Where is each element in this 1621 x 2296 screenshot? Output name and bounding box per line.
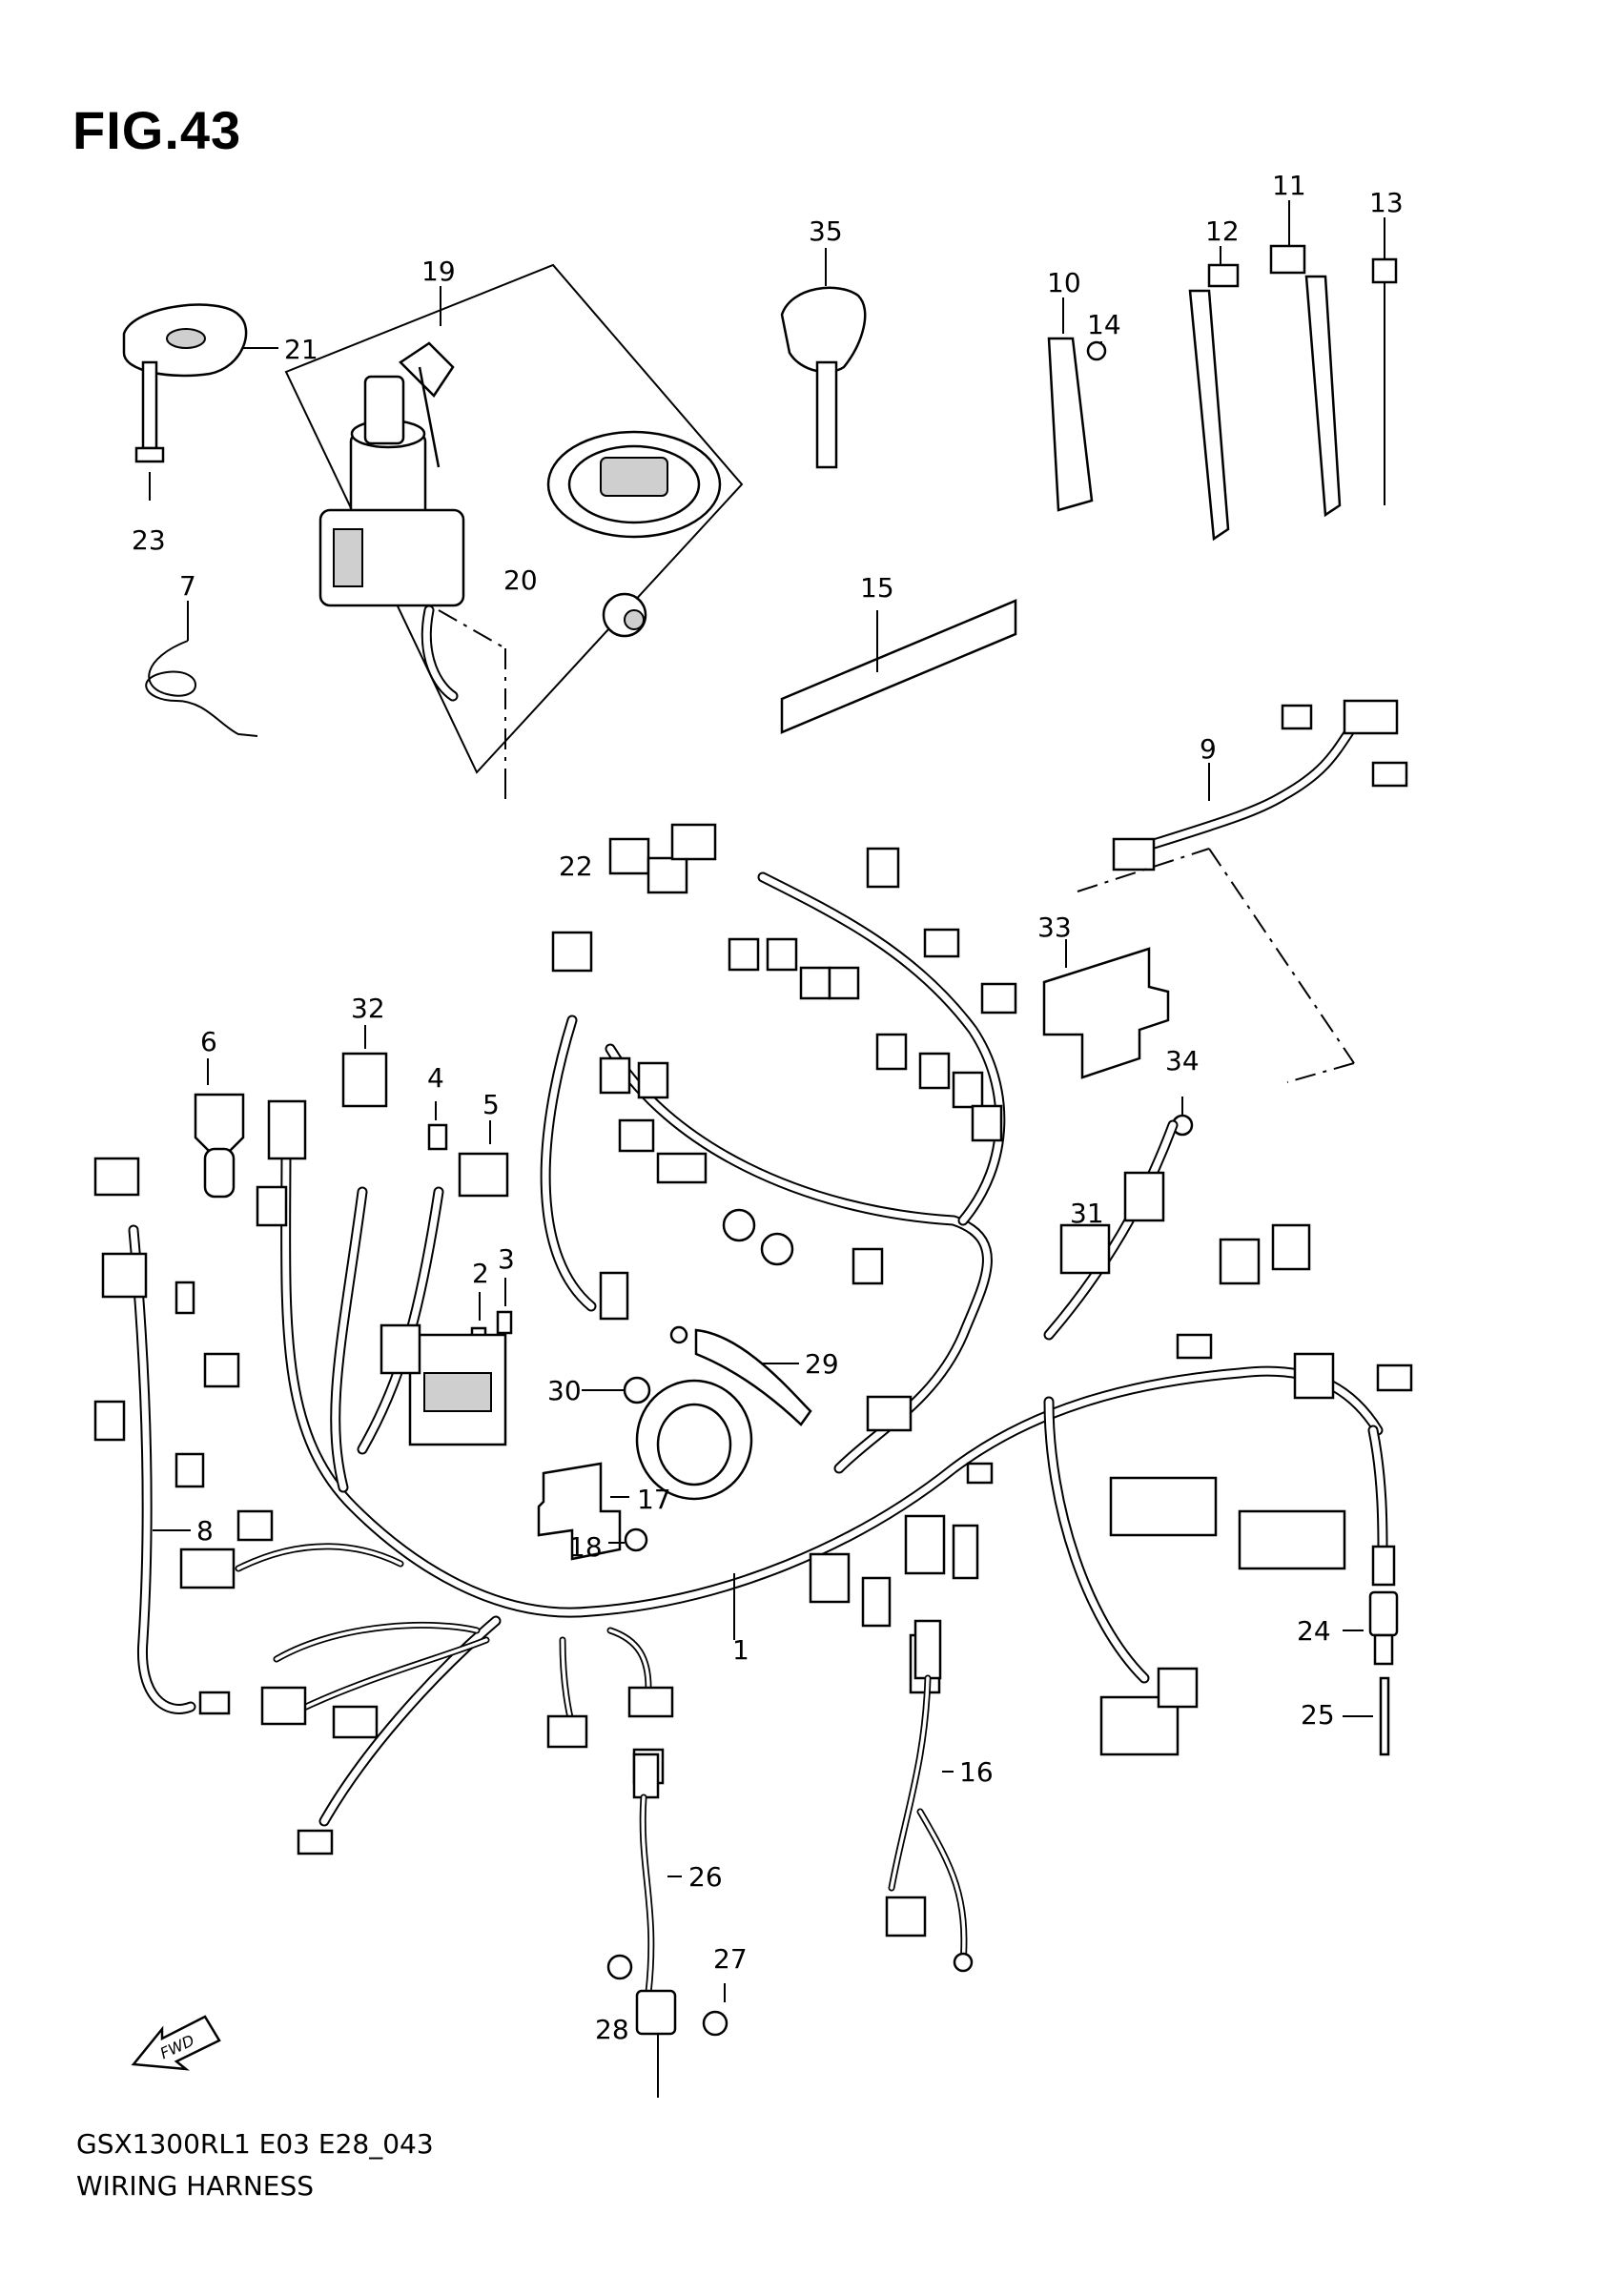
callout-9: 9 — [1200, 733, 1217, 765]
callout-35: 35 — [809, 215, 843, 247]
ignition-switch-set-group — [284, 263, 744, 799]
group-19-outline — [284, 263, 744, 774]
callout-23: 23 — [132, 524, 166, 556]
callout-19: 19 — [421, 256, 456, 287]
upper-left-connectors — [194, 1025, 513, 1351]
callout-10: 10 — [1047, 267, 1081, 298]
ignition-cover — [122, 303, 278, 378]
callout-1: 1 — [732, 1634, 749, 1666]
harness-connectors — [93, 823, 1413, 1937]
callout-21: 21 — [284, 334, 318, 365]
callout-labels: 1 2 3 4 5 6 7 8 9 10 11 12 13 14 15 16 1… — [132, 170, 1404, 2045]
callout-20: 20 — [503, 564, 538, 596]
callout-34: 34 — [1165, 1045, 1200, 1076]
callout-8: 8 — [196, 1515, 214, 1547]
figure-title: FIG.43 — [72, 100, 242, 160]
bracket-33 — [1042, 939, 1194, 1137]
callout-14: 14 — [1087, 309, 1121, 340]
clamps-group — [1047, 200, 1398, 542]
callout-18: 18 — [568, 1531, 603, 1563]
callout-12: 12 — [1205, 215, 1240, 247]
callout-29: 29 — [805, 1348, 839, 1380]
callout-31: 31 — [1070, 1198, 1104, 1229]
relay-bracket — [537, 1462, 648, 1561]
callout-13: 13 — [1369, 187, 1404, 218]
callout-16: 16 — [959, 1756, 994, 1788]
callout-22: 22 — [559, 851, 593, 882]
callout-5: 5 — [482, 1089, 500, 1120]
main-wiring-harness — [128, 871, 1388, 1827]
callout-30: 30 — [547, 1375, 582, 1406]
callout-27: 27 — [713, 1943, 748, 1975]
callout-17: 17 — [637, 1484, 671, 1515]
spring — [145, 601, 258, 737]
horn — [582, 1325, 812, 1501]
tape — [780, 599, 1017, 734]
callout-7: 7 — [179, 570, 196, 602]
callout-32: 32 — [351, 993, 385, 1024]
callout-11: 11 — [1272, 170, 1306, 201]
sub-harness-9 — [1077, 699, 1408, 1083]
callout-6: 6 — [200, 1026, 217, 1057]
callout-26: 26 — [688, 1861, 723, 1893]
diagram-caption: WIRING HARNESS — [76, 2170, 315, 2202]
callout-28: 28 — [595, 2014, 629, 2045]
callout-3: 3 — [498, 1243, 515, 1275]
callout-2: 2 — [472, 1258, 489, 1289]
cover-screw — [134, 360, 165, 501]
callout-15: 15 — [860, 572, 894, 604]
callout-24: 24 — [1297, 1615, 1331, 1647]
callout-33: 33 — [1037, 912, 1072, 943]
callout-4: 4 — [427, 1062, 444, 1094]
model-code: GSX1300RL1 E03 E28_043 — [76, 2128, 434, 2160]
switch-24 — [1343, 1590, 1399, 1756]
fuel-cap-lock — [546, 430, 722, 638]
ignition-switch — [318, 341, 465, 702]
callout-25: 25 — [1301, 1699, 1335, 1731]
key — [780, 248, 867, 469]
forward-arrow: FWD — [131, 2015, 221, 2071]
lead-wire-16 — [888, 1619, 974, 1973]
side-stand-switch — [606, 1753, 728, 2098]
